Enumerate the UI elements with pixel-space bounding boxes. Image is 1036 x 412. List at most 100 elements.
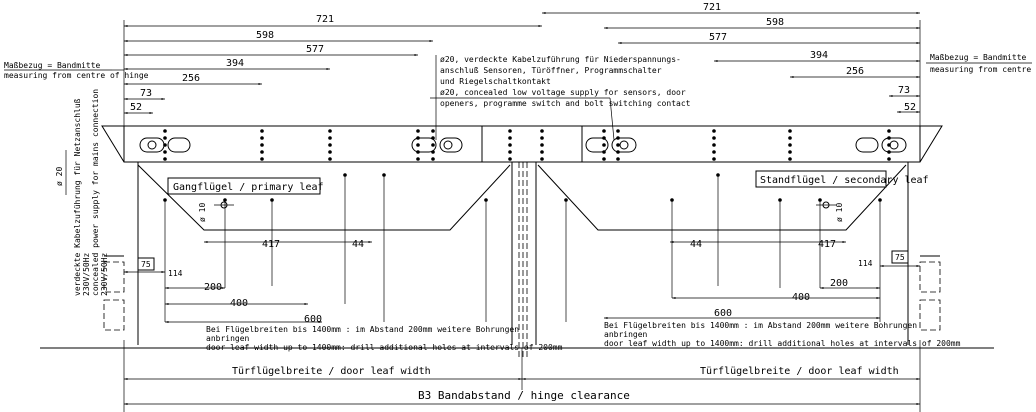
mounting-hole xyxy=(616,150,620,154)
bottom-dimensions: Türflügelbreite / door leaf width Türflü… xyxy=(123,340,921,412)
secondary-leaf: Standflügel / secondary leaf ø 10 44 417… xyxy=(535,162,961,348)
mounting-hole xyxy=(602,129,606,133)
dim-52-right: 52 xyxy=(904,102,916,113)
mounting-hole xyxy=(416,150,420,154)
mounting-hole xyxy=(788,157,792,161)
profile-bar xyxy=(101,125,943,163)
mounting-hole xyxy=(416,129,420,133)
mounting-hole xyxy=(712,157,716,161)
mounting-hole xyxy=(508,136,512,140)
svg-text:Bei Flügelbreiten bis 1400mm :: Bei Flügelbreiten bis 1400mm : im Abstan… xyxy=(604,321,917,330)
mounting-hole xyxy=(508,129,512,133)
svg-text:ø 10: ø 10 xyxy=(835,203,844,222)
mounting-hole xyxy=(616,143,620,147)
dim-394-left: 394 xyxy=(226,58,244,69)
dim-417-left: 417 xyxy=(262,239,280,250)
mounting-hole xyxy=(416,157,420,161)
dim-417-right: 417 xyxy=(818,239,836,250)
svg-text:anbringen: anbringen xyxy=(206,334,250,343)
mounting-hole xyxy=(163,143,167,147)
mounting-hole xyxy=(616,157,620,161)
mounting-hole xyxy=(431,129,435,133)
primary-leaf-label: Gangflügel / primary leaf xyxy=(173,182,324,193)
svg-text:und Riegelschaltkontakt: und Riegelschaltkontakt xyxy=(440,77,551,86)
mounting-hole xyxy=(788,136,792,140)
svg-text:230V/50Hz: 230V/50Hz xyxy=(100,252,109,296)
cable-note: ø20, verdeckte Kabelzuführung für Nieder… xyxy=(430,55,691,141)
primary-leaf: Gangflügel / primary leaf ø 10 417 44 75… xyxy=(104,162,563,352)
mounting-hole xyxy=(540,136,544,140)
mounting-hole xyxy=(788,129,792,133)
mounting-hole xyxy=(416,143,420,147)
mounting-hole xyxy=(712,129,716,133)
mounting-hole xyxy=(328,157,332,161)
mounting-hole xyxy=(508,150,512,154)
svg-text:230V/50Hz: 230V/50Hz xyxy=(82,252,91,296)
dim-256-right: 256 xyxy=(846,66,864,77)
dim-721-right: 721 xyxy=(703,2,721,13)
mounting-hole xyxy=(163,150,167,154)
mounting-hole xyxy=(540,129,544,133)
mounting-hole xyxy=(540,143,544,147)
mounting-hole xyxy=(260,143,264,147)
dim-44-right: 44 xyxy=(690,239,702,250)
mounting-hole xyxy=(260,129,264,133)
reference-note-left: Maßbezug = Bandmitte measuring from cent… xyxy=(4,61,149,80)
svg-text:114: 114 xyxy=(858,259,873,268)
dim-73-left: 73 xyxy=(140,88,152,99)
svg-text:door leaf width up to 1400mm:: door leaf width up to 1400mm: drill addi… xyxy=(604,339,961,348)
mounting-hole xyxy=(602,136,606,140)
mounting-hole xyxy=(616,129,620,133)
mounting-hole xyxy=(431,157,435,161)
dim-73-right: 73 xyxy=(898,85,910,96)
svg-text:ø20, concealed low voltage sup: ø20, concealed low voltage supply for se… xyxy=(440,88,686,97)
mounting-hole xyxy=(163,157,167,161)
dim-256-left: 256 xyxy=(182,73,200,84)
svg-text:600: 600 xyxy=(304,314,322,325)
dim-394-right: 394 xyxy=(810,50,828,61)
svg-text:measuring from centre of hinge: measuring from centre of hinge xyxy=(4,71,149,80)
mounting-hole xyxy=(163,136,167,140)
hinge-brackets xyxy=(40,261,994,349)
dim-52-left: 52 xyxy=(130,102,142,113)
top-dimensions-right: 721 598 577 394 256 73 52 xyxy=(542,2,921,126)
svg-text:Bei Flügelbreiten bis 1400mm :: Bei Flügelbreiten bis 1400mm : im Abstan… xyxy=(206,325,519,334)
svg-text:Maßbezug = Bandmitte: Maßbezug = Bandmitte xyxy=(930,53,1027,62)
mounting-hole xyxy=(887,129,891,133)
mounting-hole xyxy=(260,136,264,140)
dim-598-right: 598 xyxy=(766,17,784,28)
svg-text:600: 600 xyxy=(714,308,732,319)
hinge-clearance: B3 Bandabstand / hinge clearance xyxy=(418,389,630,402)
reference-note-right: Maßbezug = Bandmitte measuring from cent… xyxy=(926,53,1036,74)
top-dimensions-left: 721 598 577 394 256 73 52 xyxy=(123,14,542,126)
dim-577-right: 577 xyxy=(709,32,727,43)
svg-text:Maßbezug = Bandmitte: Maßbezug = Bandmitte xyxy=(4,61,101,70)
svg-text:200: 200 xyxy=(830,278,848,289)
centre-divider xyxy=(518,162,528,360)
mounting-hole xyxy=(260,150,264,154)
mounting-hole xyxy=(602,143,606,147)
svg-text:concealed power supply for mai: concealed power supply for mains connect… xyxy=(91,89,100,296)
mounting-hole xyxy=(508,143,512,147)
leaf-width-left: Türflügelbreite / door leaf width xyxy=(232,366,431,377)
side-note: ø 20 verdeckte Kabelzuführung für Netzan… xyxy=(55,89,109,296)
svg-text:75: 75 xyxy=(141,260,151,269)
mounting-hole xyxy=(328,150,332,154)
mounting-hole xyxy=(508,157,512,161)
svg-text:anschluß Sensoren, Türöffner,: anschluß Sensoren, Türöffner, Programmsc… xyxy=(440,66,662,75)
mounting-hole xyxy=(431,150,435,154)
svg-text:openers, programme switch and: openers, programme switch and bolt switc… xyxy=(440,99,691,108)
svg-text:114: 114 xyxy=(168,269,183,278)
mounting-hole xyxy=(788,150,792,154)
svg-text:verdeckte Kabelzuführung für N: verdeckte Kabelzuführung für Netzanschlu… xyxy=(73,98,82,296)
mounting-hole xyxy=(887,150,891,154)
mounting-hole xyxy=(887,157,891,161)
mounting-hole xyxy=(328,143,332,147)
dim-598-left: 598 xyxy=(256,30,274,41)
mounting-hole xyxy=(540,157,544,161)
mounting-hole xyxy=(602,150,606,154)
mounting-hole xyxy=(887,143,891,147)
mounting-hole xyxy=(328,129,332,133)
leaf-width-right: Türflügelbreite / door leaf width xyxy=(700,366,899,377)
